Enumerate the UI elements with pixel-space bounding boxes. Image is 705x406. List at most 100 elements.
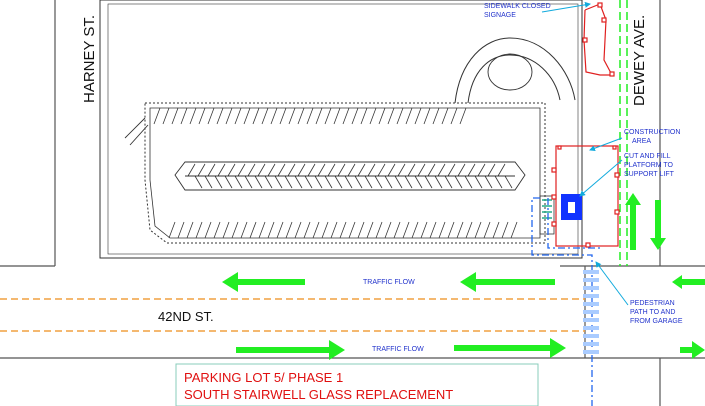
note-sidewalk-closed: SIDEWALK CLOSED SIGNAGE — [484, 3, 553, 19]
stall-line — [217, 163, 226, 177]
stall-line — [429, 221, 437, 239]
stall-line — [187, 163, 196, 177]
stall-line — [423, 107, 431, 125]
stall-line — [397, 163, 406, 177]
parking-stalls-island — [187, 163, 513, 189]
lift-platform — [561, 194, 582, 220]
stall-line — [306, 107, 314, 125]
stall-line — [153, 107, 161, 125]
stall-line — [244, 175, 253, 189]
stall-line — [254, 175, 263, 189]
stall-line — [307, 163, 316, 177]
stall-line — [384, 221, 392, 239]
note-construction-area: CONSTRUCTION AREA — [624, 129, 682, 145]
stall-line — [438, 221, 446, 239]
stall-line — [327, 163, 336, 177]
stall-line — [465, 221, 473, 239]
stall-line — [434, 175, 443, 189]
note-cut-fill-platform: CUT AND FILL PLATFORM TO SUPPORT LIFT — [624, 153, 675, 178]
stall-line — [324, 175, 333, 189]
stall-line — [276, 221, 284, 239]
stall-line — [450, 107, 458, 125]
stall-line — [274, 175, 283, 189]
stall-line — [334, 175, 343, 189]
stall-line — [404, 175, 413, 189]
stall-line — [237, 163, 246, 177]
traffic-arrow-left-3 — [672, 275, 705, 289]
stall-line — [213, 221, 221, 239]
stall-line — [467, 163, 476, 177]
stall-line — [483, 221, 491, 239]
stall-line — [494, 175, 503, 189]
stall-line — [234, 107, 242, 125]
stall-line — [369, 107, 377, 125]
stall-line — [402, 221, 410, 239]
stall-line — [342, 107, 350, 125]
stall-line — [247, 163, 256, 177]
stall-line — [492, 221, 500, 239]
leader-lines — [541, 1, 629, 306]
stall-line — [384, 175, 393, 189]
stall-line — [224, 175, 233, 189]
stall-line — [207, 163, 216, 177]
stall-line — [277, 163, 286, 177]
stall-line — [456, 221, 464, 239]
dewey-centerline — [619, 0, 628, 266]
stall-line — [487, 163, 496, 177]
lane-lines — [0, 298, 585, 332]
traffic-arrow-down-1 — [650, 200, 666, 250]
traffic-arrow-right-3 — [680, 341, 705, 359]
stall-line — [194, 175, 203, 189]
stall-line — [294, 175, 303, 189]
stall-line — [447, 163, 456, 177]
stall-line — [243, 107, 251, 125]
stall-line — [240, 221, 248, 239]
construction-area — [551, 2, 620, 248]
stall-line — [364, 175, 373, 189]
parking-stalls-bottom — [168, 221, 518, 239]
stall-line — [348, 221, 356, 239]
stall-line — [337, 163, 346, 177]
stall-line — [351, 107, 359, 125]
stall-line — [464, 175, 473, 189]
stall-line — [474, 221, 482, 239]
stall-line — [474, 175, 483, 189]
stall-line — [297, 107, 305, 125]
stall-line — [227, 163, 236, 177]
stall-line — [214, 175, 223, 189]
street-label-dewey: DEWEY AVE. — [631, 15, 648, 106]
stall-line — [177, 221, 185, 239]
stairwell — [539, 195, 555, 235]
stall-line — [303, 221, 311, 239]
stall-line — [377, 163, 386, 177]
crosswalk — [583, 270, 599, 354]
stall-line — [497, 163, 506, 177]
stall-line — [393, 221, 401, 239]
stall-line — [321, 221, 329, 239]
title-line-1: PARKING LOT 5/ PHASE 1 — [184, 370, 343, 385]
stall-line — [407, 163, 416, 177]
traffic-arrows — [222, 193, 705, 360]
stall-line — [378, 107, 386, 125]
traffic-flow-label-upper: TRAFFIC FLOW — [363, 279, 415, 286]
stall-line — [258, 221, 266, 239]
stall-line — [394, 175, 403, 189]
stall-line — [414, 107, 422, 125]
traffic-flow-label-lower: TRAFFIC FLOW — [372, 346, 424, 353]
street-label-harney: HARNEY ST. — [81, 15, 98, 103]
parking-stalls-top — [153, 107, 467, 125]
stall-line — [366, 221, 374, 239]
traffic-arrow-left-1 — [222, 272, 305, 292]
stall-line — [454, 175, 463, 189]
stall-line — [357, 221, 365, 239]
stall-line — [171, 107, 179, 125]
stall-line — [339, 221, 347, 239]
stall-line — [285, 221, 293, 239]
stall-line — [189, 107, 197, 125]
stall-line — [294, 221, 302, 239]
stall-line — [195, 221, 203, 239]
stall-line — [270, 107, 278, 125]
stall-line — [444, 175, 453, 189]
